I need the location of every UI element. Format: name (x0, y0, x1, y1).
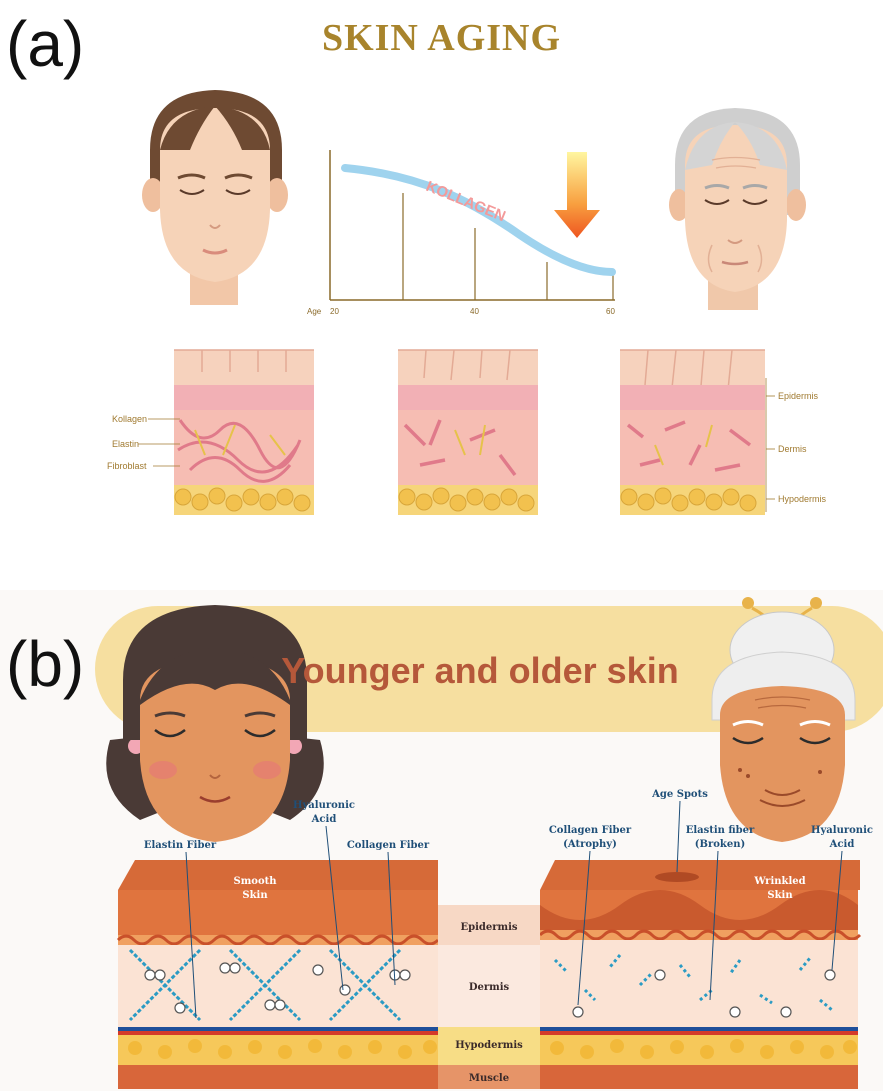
old-skin-cross-section (540, 860, 860, 1089)
wrinkled-skin-label-1: Wrinkled (753, 876, 805, 887)
young-skin-block (174, 350, 314, 515)
girl-face-icon (106, 605, 324, 842)
elastin-broken-label-2: (Broken) (695, 839, 745, 850)
label-hypodermis-a: Hypodermis (778, 494, 827, 504)
panel-a-right-labels: Epidermis Dermis Hypodermis (766, 378, 827, 512)
down-arrow-icon (554, 152, 600, 238)
middle-skin-block (398, 350, 538, 515)
hyaluronic-old-label-2: Acid (829, 839, 855, 850)
axis-tick-20: 20 (330, 307, 339, 316)
axis-name: Age (307, 307, 322, 316)
smooth-skin-label-1: Smooth (233, 876, 277, 887)
panel-b-label: (b) (6, 632, 84, 696)
curve-label: KOLLAGEN (424, 178, 508, 225)
smooth-skin-label-2: Skin (242, 890, 268, 901)
layer-dermis: Dermis (469, 982, 510, 993)
label-kollagen: Kollagen (112, 414, 147, 424)
layer-muscle: Muscle (469, 1073, 509, 1084)
hyaluronic-label-2: Acid (311, 814, 337, 825)
collagen-atrophy-label-2: (Atrophy) (563, 839, 617, 850)
label-epidermis-a: Epidermis (778, 391, 819, 401)
wrinkled-skin-label-2: Skin (767, 890, 793, 901)
elastin-fiber-label: Elastin Fiber (144, 840, 217, 851)
hyaluronic-label-1: Hyaluronic (293, 800, 355, 811)
label-fibroblast: Fibroblast (107, 461, 147, 471)
axis-tick-60: 60 (606, 307, 615, 316)
layer-epidermis: Epidermis (460, 922, 517, 933)
axis-tick-40: 40 (470, 307, 479, 316)
panel-b-title: Younger and older skin (280, 650, 680, 692)
label-elastin: Elastin (112, 439, 139, 449)
panel-a-illustration: KOLLAGEN Age 20 40 60 (0, 0, 883, 540)
old-skin-block (620, 350, 765, 515)
layer-column: Epidermis Dermis Hypodermis Muscle (438, 905, 540, 1089)
collagen-fiber-label: Collagen Fiber (347, 840, 430, 851)
age-spots-label: Age Spots (651, 789, 708, 800)
elastin-broken-label-1: Elastin fiber (686, 825, 755, 836)
young-woman-face-icon (142, 90, 288, 305)
layer-hypodermis: Hypodermis (455, 1040, 523, 1051)
old-woman-face-icon (669, 108, 806, 310)
hyaluronic-old-label-1: Hyaluronic (811, 825, 873, 836)
collagen-atrophy-label-1: Collagen Fiber (549, 825, 632, 836)
panel-a-left-labels: Kollagen Elastin Fibroblast (107, 414, 180, 471)
label-dermis-a: Dermis (778, 444, 807, 454)
